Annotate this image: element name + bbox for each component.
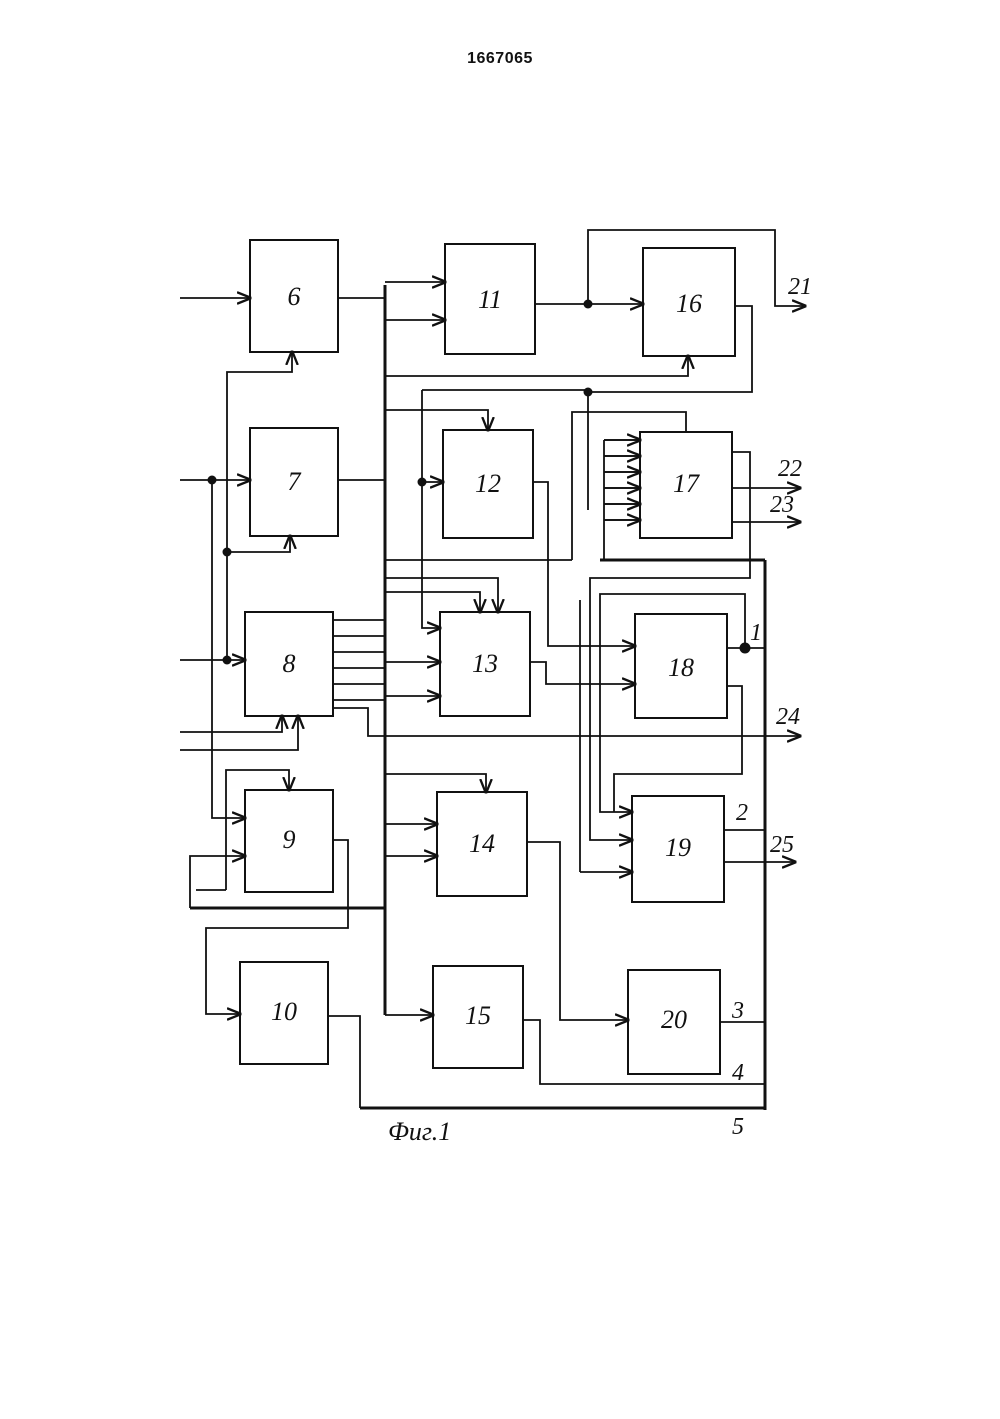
block-10: 10 (240, 962, 328, 1064)
terminal-24: 24 (776, 704, 800, 730)
patent-number: 1667065 (420, 50, 580, 68)
block-15: 15 (433, 966, 523, 1068)
svg-text:17: 17 (673, 469, 700, 498)
svg-text:13: 13 (472, 649, 498, 678)
block-12: 12 (443, 430, 533, 538)
svg-text:12: 12 (475, 469, 501, 498)
block-7: 7 (250, 428, 338, 536)
svg-text:18: 18 (668, 653, 694, 682)
block-9: 9 (245, 790, 333, 892)
terminal-21: 21 (788, 274, 812, 300)
block-6: 6 (250, 240, 338, 352)
terminal-23: 23 (770, 492, 794, 518)
svg-text:15: 15 (465, 1001, 491, 1030)
block-14: 14 (437, 792, 527, 896)
svg-text:6: 6 (288, 282, 301, 311)
svg-text:9: 9 (283, 825, 296, 854)
block-11: 11 (445, 244, 535, 354)
block-19: 19 (632, 796, 724, 902)
block-20: 20 (628, 970, 720, 1074)
figure-caption: Фиг.1 (388, 1117, 451, 1146)
svg-text:20: 20 (661, 1005, 687, 1034)
block-17: 17 (640, 432, 732, 538)
svg-text:11: 11 (478, 285, 502, 314)
svg-text:10: 10 (271, 997, 297, 1026)
block-8: 8 (245, 612, 333, 716)
terminal-2: 2 (736, 800, 748, 826)
svg-text:8: 8 (283, 649, 296, 678)
svg-text:16: 16 (676, 289, 702, 318)
block-18: 18 (635, 614, 727, 718)
svg-text:19: 19 (665, 833, 691, 862)
terminal-25: 25 (770, 832, 794, 858)
block-16: 16 (643, 248, 735, 356)
terminal-4: 4 (732, 1060, 744, 1086)
terminal-3: 3 (731, 998, 744, 1024)
svg-text:14: 14 (469, 829, 495, 858)
terminal-5: 5 (732, 1114, 744, 1140)
block-13: 13 (440, 612, 530, 716)
svg-text:7: 7 (288, 467, 302, 496)
terminal-22: 22 (778, 456, 802, 482)
terminal-1: 1 (750, 620, 762, 646)
